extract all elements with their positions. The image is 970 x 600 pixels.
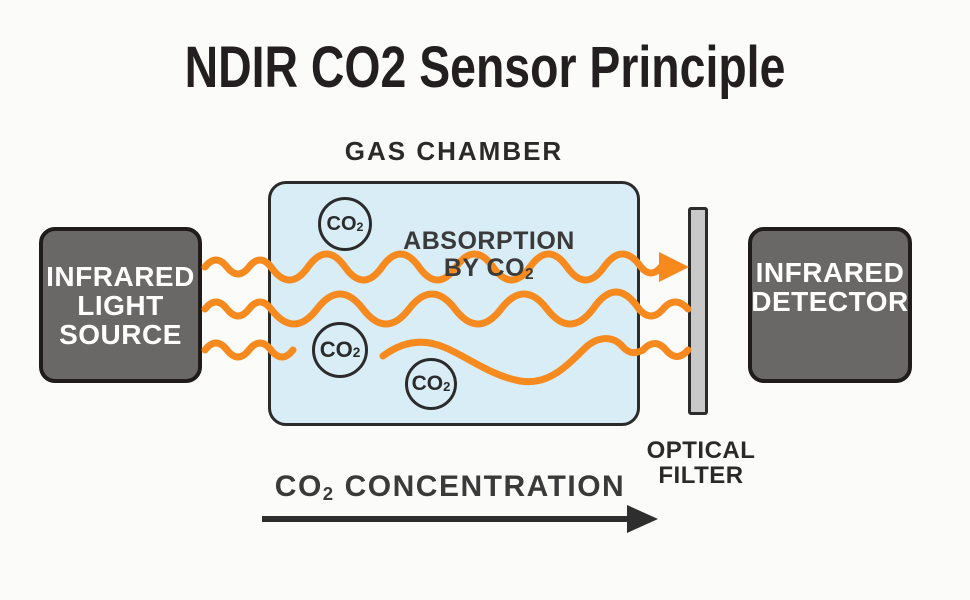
optical-filter-bar xyxy=(688,207,708,415)
infrared-detector-box: INFRARED DETECTOR xyxy=(748,227,912,383)
gas-chamber-label: GAS CHAMBER xyxy=(344,136,564,166)
concentration-arrow-head xyxy=(627,505,658,533)
absorption-line2-sub: 2 xyxy=(525,266,535,284)
co2-molecule-text: CO xyxy=(319,337,353,362)
optical-filter-label-line: OPTICAL xyxy=(646,437,756,464)
absorption-label: ABSORPTION BY CO2 xyxy=(389,227,589,284)
source-label-line: LIGHT xyxy=(77,289,164,321)
co2-molecule-text: CO xyxy=(411,372,444,395)
optical-filter-label: OPTICAL FILTER xyxy=(630,438,772,488)
absorption-line2-text: BY CO xyxy=(443,254,526,282)
concentration-rest-text: CONCENTRATION xyxy=(344,470,626,503)
detector-label-line: INFRARED xyxy=(755,257,905,288)
page-title: NDIR CO2 Sensor Principle xyxy=(184,35,786,100)
optical-filter-label-line: FILTER xyxy=(658,462,744,489)
source-label-line: INFRARED xyxy=(46,260,195,292)
concentration-sub: 2 xyxy=(322,483,335,505)
infrared-light-source-box: INFRARED LIGHT SOURCE xyxy=(39,227,202,383)
source-label-line: SOURCE xyxy=(59,318,182,350)
co2-molecule-text: CO xyxy=(326,212,357,235)
concentration-text: CO xyxy=(274,470,323,503)
absorption-label-line1: ABSORPTION xyxy=(403,227,575,255)
detector-label-line: DETECTOR xyxy=(751,286,909,317)
concentration-label: CO2 CONCENTRATION xyxy=(250,470,650,504)
absorption-label-line2: BY CO2 xyxy=(389,254,589,284)
ir-wave-arrowhead xyxy=(659,252,689,282)
